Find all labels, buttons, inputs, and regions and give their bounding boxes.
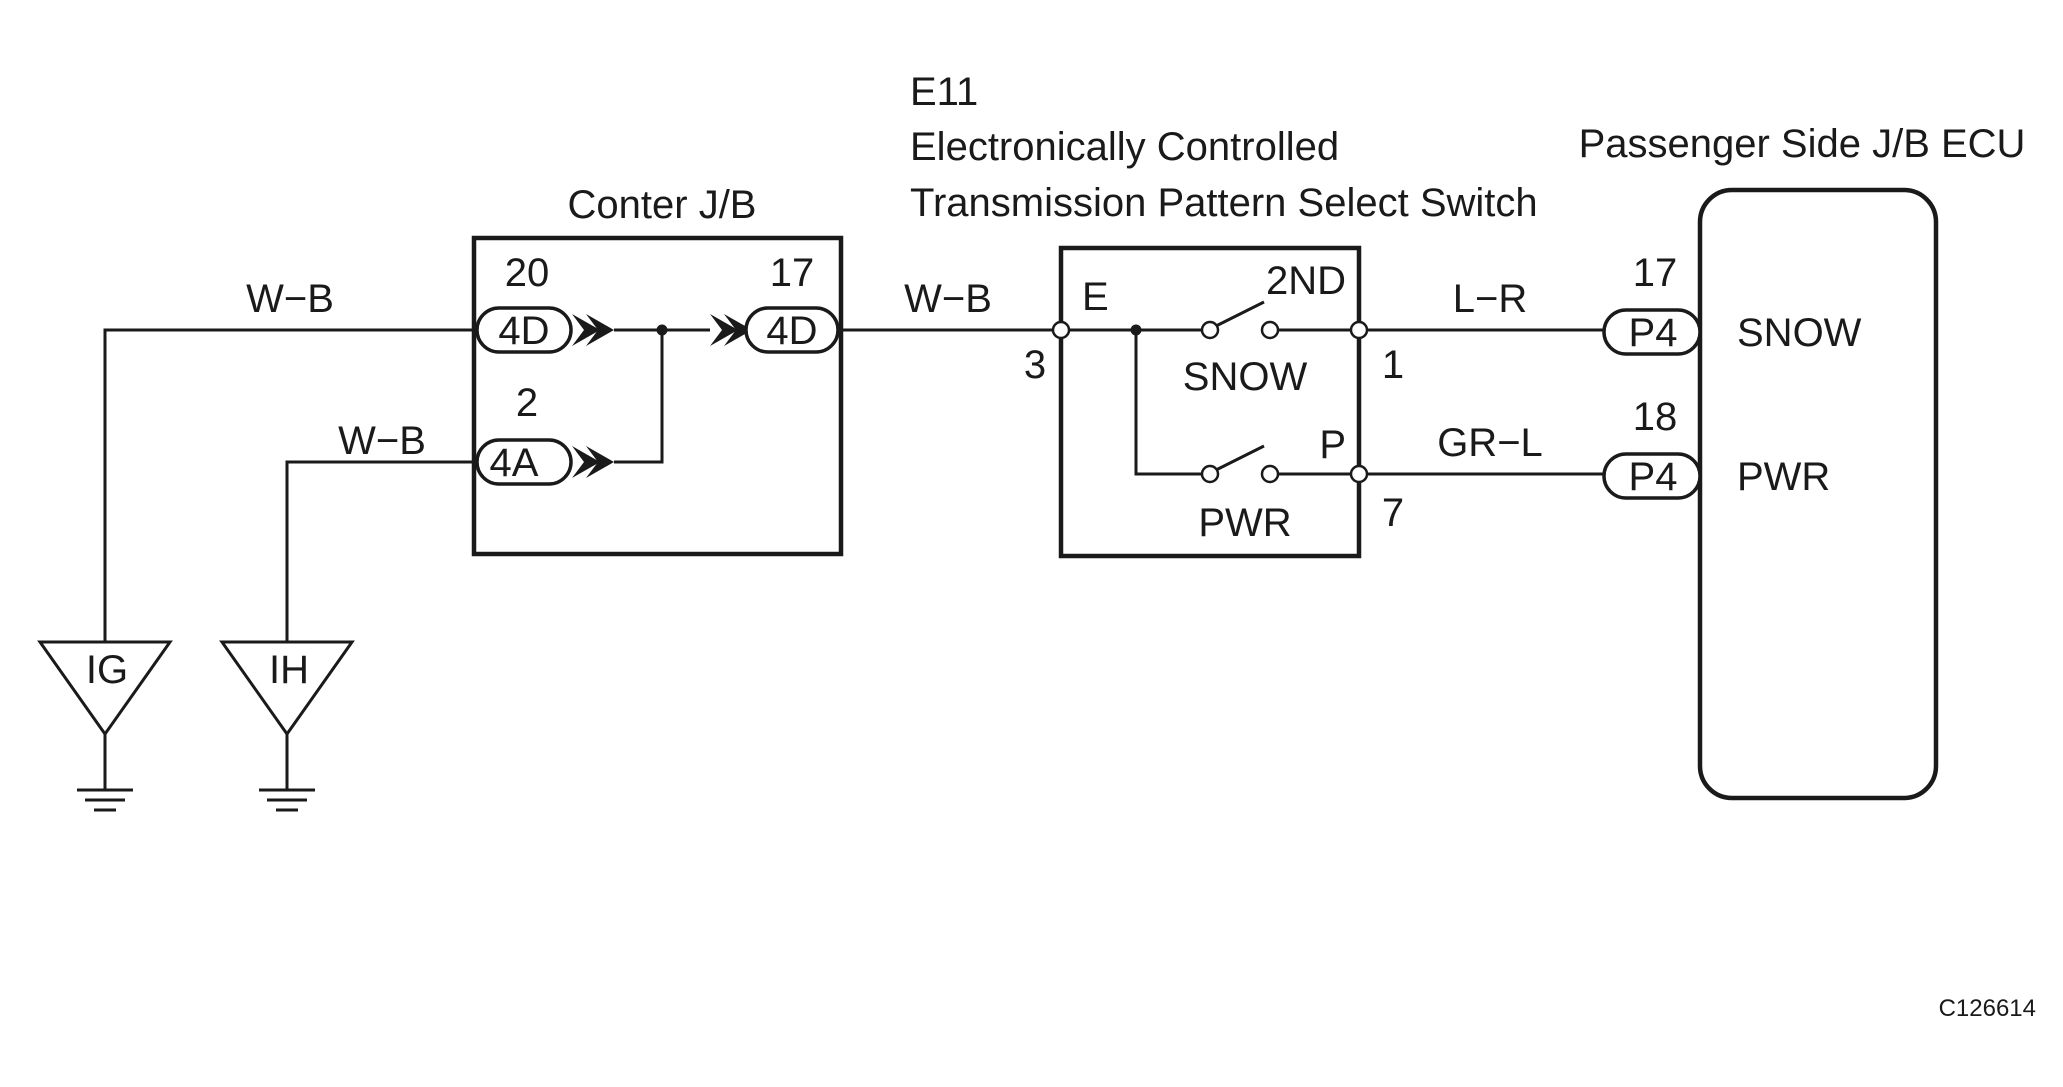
center-jb-title: Conter J/B xyxy=(568,183,757,227)
jb-connector-17: 4D xyxy=(710,306,840,354)
wire-jb-to-switch-label: W−B xyxy=(904,277,992,321)
switch-pin-2nd: 1 xyxy=(1382,343,1404,387)
switch-terminal-e: E xyxy=(1082,275,1109,319)
switch-terminal-3 xyxy=(1051,320,1071,340)
jb-internal-wiring xyxy=(614,324,710,464)
ground-ig-label: IG xyxy=(86,648,128,692)
switch-label-pwr: PWR xyxy=(1198,501,1291,545)
component-code: E11 xyxy=(910,70,978,114)
wire-ih-label: W−B xyxy=(338,419,426,463)
ecu-connector-17-code: P4 xyxy=(1629,311,1678,355)
switch-internal-wiring xyxy=(1061,300,1359,484)
ecu-connector-18: P4 xyxy=(1602,452,1702,500)
jb-pin-17: 17 xyxy=(770,251,815,295)
center-jb-box xyxy=(471,235,844,557)
ecu-connector-18-code: P4 xyxy=(1629,455,1678,499)
switch-pin-e: 3 xyxy=(1024,343,1046,387)
jb-pin-20: 20 xyxy=(505,251,550,295)
switch-label-snow: SNOW xyxy=(1183,355,1308,399)
figure-code: C126614 xyxy=(1939,995,2036,1022)
wire-ih xyxy=(285,460,477,642)
ground-ih: IH xyxy=(219,640,355,812)
ecu-pin-18: 18 xyxy=(1633,395,1678,439)
jb-connector-2: 4A xyxy=(475,438,614,486)
switch-pin-p: 7 xyxy=(1382,491,1404,535)
ecu-box xyxy=(1697,187,1939,801)
wire-snow-label: L−R xyxy=(1453,277,1528,321)
jb-connector-20: 4D xyxy=(475,306,614,354)
jb-connector-2-code: 4A xyxy=(490,441,539,485)
jb-pin-2: 2 xyxy=(516,381,538,425)
switch-box xyxy=(1058,245,1362,559)
component-name-line1: Electronically Controlled xyxy=(910,125,1339,169)
jb-connector-17-code: 4D xyxy=(766,309,817,353)
ecu-pin-17: 17 xyxy=(1633,251,1678,295)
ground-ih-label: IH xyxy=(269,648,309,692)
ground-ig: IG xyxy=(37,640,173,812)
component-name-line2: Transmission Pattern Select Switch xyxy=(910,181,1538,225)
jb-connector-20-code: 4D xyxy=(498,309,549,353)
wire-ig xyxy=(103,328,477,642)
switch-terminal-2nd: 2ND xyxy=(1266,259,1346,303)
switch-terminal-1 xyxy=(1349,320,1369,340)
ecu-signal-pwr: PWR xyxy=(1737,455,1830,499)
switch-terminal-7 xyxy=(1349,464,1369,484)
ecu-connector-17: P4 xyxy=(1602,308,1702,356)
wire-pwr-label: GR−L xyxy=(1437,421,1543,465)
wire-ig-label: W−B xyxy=(246,277,334,321)
ecu-title: Passenger Side J/B ECU xyxy=(1579,122,2026,166)
switch-terminal-p: P xyxy=(1319,423,1346,467)
ecu-signal-snow: SNOW xyxy=(1737,311,1862,355)
